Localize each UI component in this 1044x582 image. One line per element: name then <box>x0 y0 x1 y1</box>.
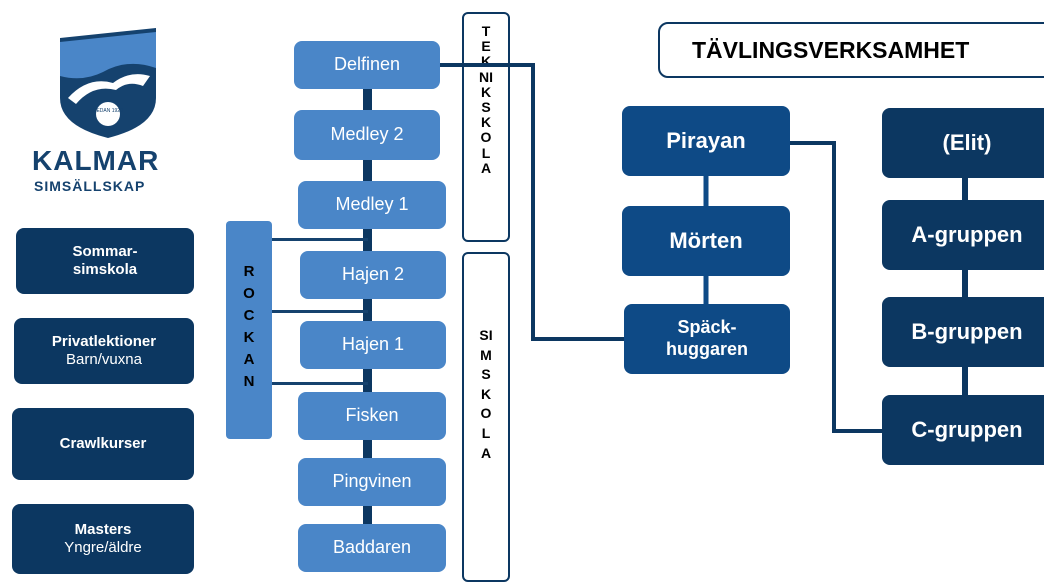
medley1-box[interactable]: Medley 1 <box>298 181 446 229</box>
medley2-box[interactable]: Medley 2 <box>294 110 440 160</box>
c-gruppen-box[interactable]: C-gruppen <box>882 395 1044 465</box>
elit-box[interactable]: (Elit) <box>882 108 1044 178</box>
delfinen-connector <box>440 63 968 433</box>
box-label: Hajen 2 <box>341 264 405 285</box>
logo-name: KALMAR <box>32 145 160 176</box>
a-gruppen-box[interactable]: A-gruppen <box>882 200 1044 270</box>
page-title: TÄVLINGSVERKSAMHET <box>658 22 1044 78</box>
box-line2: Barn/vuxna <box>66 351 142 368</box>
box-label: A-gruppen <box>911 221 1023 247</box>
box-line1: Sommar- <box>72 243 138 260</box>
box-label: Medley 2 <box>330 124 404 145</box>
simskola-panel: SIMSKOLA <box>462 252 510 582</box>
rockan-link-3 <box>272 382 368 385</box>
box-label: (Elit) <box>942 129 992 155</box>
teknikskola-panel: TEKNIKSKOLA <box>462 12 510 242</box>
club-logo: SEDAN 1920 <box>60 28 156 138</box>
hajen2-box[interactable]: Hajen 2 <box>300 251 446 299</box>
rockan-bar[interactable]: ROCKAN <box>226 221 272 439</box>
privatlektioner-box[interactable]: Privatlektioner Barn/vuxna <box>14 318 194 384</box>
box-label: Baddaren <box>332 537 412 558</box>
box-line1: Späck- <box>677 317 737 338</box>
crawlkurser-box[interactable]: Crawlkurser <box>12 408 194 480</box>
box-label: Hajen 1 <box>341 334 405 355</box>
logo-sedan-text: SEDAN 1920 <box>93 108 123 114</box>
box-line2: Yngre/äldre <box>64 539 142 556</box>
box-line1: Masters <box>74 521 132 538</box>
hajen1-box[interactable]: Hajen 1 <box>300 321 446 369</box>
box-label: Fisken <box>345 405 399 426</box>
simskola-label: SIMSKOLA <box>479 327 493 461</box>
fisken-box[interactable]: Fisken <box>298 392 446 440</box>
spackhuggaren-box[interactable]: Späck- huggaren <box>624 304 790 374</box>
box-label: B-gruppen <box>911 318 1023 344</box>
title-text: TÄVLINGSVERKSAMHET <box>692 36 970 63</box>
logo-subname: SIMSÄLLSKAP <box>34 178 146 194</box>
morten-box[interactable]: Mörten <box>622 206 790 276</box>
rockan-label: ROCKAN <box>243 263 255 390</box>
sommarsimskola-box[interactable]: Sommar- simskola <box>16 228 194 294</box>
masters-box[interactable]: Masters Yngre/äldre <box>12 504 194 574</box>
box-line2: huggaren <box>665 339 748 359</box>
pingvinen-box[interactable]: Pingvinen <box>298 458 446 506</box>
delfinen-box[interactable]: Delfinen <box>294 41 440 89</box>
box-line1: Privatlektioner <box>51 333 157 350</box>
box-label: Pingvinen <box>332 471 412 492</box>
box-line1: Crawlkurser <box>59 435 147 452</box>
b-gruppen-box[interactable]: B-gruppen <box>882 297 1044 367</box>
rockan-link-2 <box>272 310 368 313</box>
pirayan-box[interactable]: Pirayan <box>622 106 790 176</box>
box-label: Pirayan <box>666 127 746 153</box>
teknikskola-label: TEKNIKSKOLA <box>479 23 493 176</box>
box-label: Delfinen <box>333 54 401 75</box>
box-label: Medley 1 <box>335 194 409 215</box>
box-label: C-gruppen <box>911 416 1023 442</box>
rockan-link-1 <box>272 238 368 241</box>
box-label: Mörten <box>669 227 743 253</box>
box-line2: simskola <box>72 261 138 278</box>
